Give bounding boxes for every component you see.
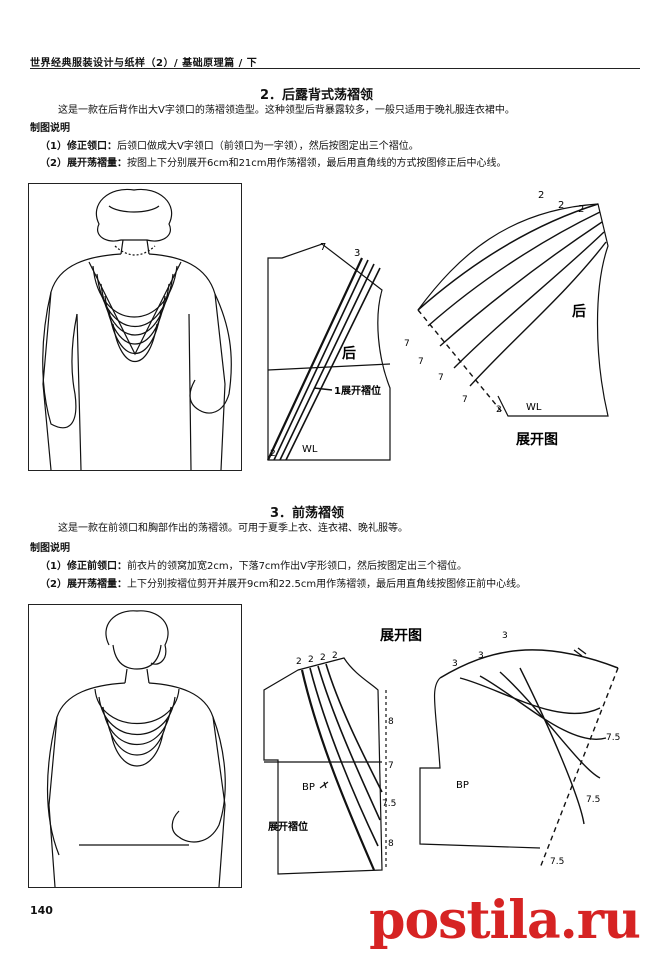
running-header: 世界经典服装设计与纸样（2）/ 基础原理篇 / 下 bbox=[30, 58, 258, 69]
pattern3-num2-b: 2 bbox=[308, 655, 314, 665]
pattern2-num3: 3 bbox=[354, 248, 360, 259]
pattern3-num2-d: 2 bbox=[332, 651, 338, 661]
expanded3-num75-a: 7.5 bbox=[606, 733, 620, 743]
expanded2-back-label: 后 bbox=[572, 303, 586, 320]
back-expanded-pattern: 2 2 2 后 7 7 7 7 2 WL 展开图 bbox=[404, 190, 609, 448]
expanded3-num75-c: 7.5 bbox=[550, 857, 564, 867]
expanded2-num2-a: 2 bbox=[538, 190, 544, 201]
expanded2-wl: WL bbox=[526, 402, 542, 413]
section2-step1-label: （1）修正领口： bbox=[40, 141, 117, 152]
front-top-illustration bbox=[28, 604, 242, 888]
expanded3-num3-b: 3 bbox=[478, 651, 484, 661]
section3-intro: 这是一款在前领口和胸部作出的荡褶领。可用于夏季上衣、连衣裙、晚礼服等。 bbox=[58, 523, 408, 534]
expanded2-num7-d: 7 bbox=[462, 395, 468, 405]
expanded2-num7-b: 7 bbox=[418, 357, 424, 367]
section2-step1-text: 后领口做成大V字领口（前领口为一字领），然后按图定出三个褶位。 bbox=[116, 141, 419, 152]
section3-step1-label: （1）修正前领口： bbox=[40, 561, 127, 572]
section3-step2-label: （2）展开荡褶量： bbox=[40, 579, 127, 590]
section2-step2-label: （2）展开荡褶量： bbox=[40, 158, 127, 169]
section2-intro: 这是一款在后背作出大V字领口的荡褶领造型。这种领型后背暴露较多，一般只适用于晚礼… bbox=[58, 105, 515, 116]
expanded3-bp: BP bbox=[456, 780, 469, 791]
expanded2-title: 展开图 bbox=[516, 432, 558, 448]
section3-heading: 制图说明 bbox=[30, 543, 70, 554]
expanded3-title: 展开图 bbox=[380, 628, 422, 644]
pattern3-num2-c: 2 bbox=[320, 653, 326, 663]
section2-step1: （1）修正领口：后领口做成大V字领口（前领口为一字领），然后按图定出三个褶位。 bbox=[40, 140, 640, 154]
back-dress-figure bbox=[42, 188, 232, 471]
expanded2-num2-c: 2 bbox=[578, 204, 584, 215]
pattern3-num75: 7.5 bbox=[382, 799, 396, 809]
section2-heading: 制图说明 bbox=[30, 123, 70, 134]
section2-title: 2．后露背式荡褶领 bbox=[260, 88, 374, 103]
pattern2-wl: WL bbox=[302, 444, 318, 455]
expanded3-num75-b: 7.5 bbox=[586, 795, 600, 805]
pattern3-num8-b: 8 bbox=[388, 839, 394, 849]
pattern3-num2-a: 2 bbox=[296, 657, 302, 667]
expanded3-num3-a: 3 bbox=[452, 659, 458, 669]
front-expanded-pattern: 展开图 3 3 3 7.5 7.5 7.5 BP bbox=[380, 628, 620, 869]
pattern3-num7: 7 bbox=[388, 761, 394, 771]
back-dress-illustration bbox=[28, 183, 242, 471]
watermark-logo: postila.ru bbox=[369, 890, 641, 951]
pattern3-bp: BP bbox=[302, 782, 315, 793]
section3-step2-text: 上下分别按褶位剪开并展开9cm和22.5cm用作荡褶领，最后用直角线按图修正前中… bbox=[126, 579, 527, 590]
header-divider bbox=[30, 68, 640, 69]
expanded2-num2-b: 2 bbox=[558, 200, 564, 211]
front-bodice-pattern: 2 2 2 2 8 7 7.5 8 BP 展开褶位 bbox=[263, 651, 396, 875]
pattern2-num2: 2 bbox=[270, 449, 276, 459]
pattern3-num8-a: 8 bbox=[388, 717, 394, 727]
expanded2-num2-d: 2 bbox=[496, 405, 502, 415]
section3-title: 3．前荡褶领 bbox=[270, 506, 345, 521]
pattern2-num7: 7 bbox=[320, 242, 326, 253]
section2-step2: （2）展开荡褶量：按图上下分别展开6cm和21cm用作荡褶领，最后用直角线的方式… bbox=[40, 157, 640, 171]
section2-step2-text: 按图上下分别展开6cm和21cm用作荡褶领，最后用直角线的方式按图修正后中心线。 bbox=[126, 158, 507, 169]
expanded3-num3-c: 3 bbox=[502, 631, 508, 641]
expanded2-num7-a: 7 bbox=[404, 339, 410, 349]
pattern2-fold-pos: 1展开褶位 bbox=[334, 384, 381, 397]
pattern2-back-label: 后 bbox=[342, 345, 356, 362]
page-number: 140 bbox=[30, 904, 53, 917]
section3-step1-text: 前衣片的领窝加宽2cm，下落7cm作出V字形领口，然后按图定出三个褶位。 bbox=[126, 561, 468, 572]
pattern3-fold-pos: 展开褶位 bbox=[268, 820, 308, 833]
section3-step2: （2）展开荡褶量：上下分别按褶位剪开并展开9cm和22.5cm用作荡褶领，最后用… bbox=[40, 578, 640, 592]
back-bodice-pattern: 7 3 后 1展开褶位 2 WL bbox=[267, 242, 391, 461]
expanded2-num7-c: 7 bbox=[438, 373, 444, 383]
front-top-figure bbox=[46, 610, 226, 888]
section3-step1: （1）修正前领口：前衣片的领窝加宽2cm，下落7cm作出V字形领口，然后按图定出… bbox=[40, 560, 640, 574]
